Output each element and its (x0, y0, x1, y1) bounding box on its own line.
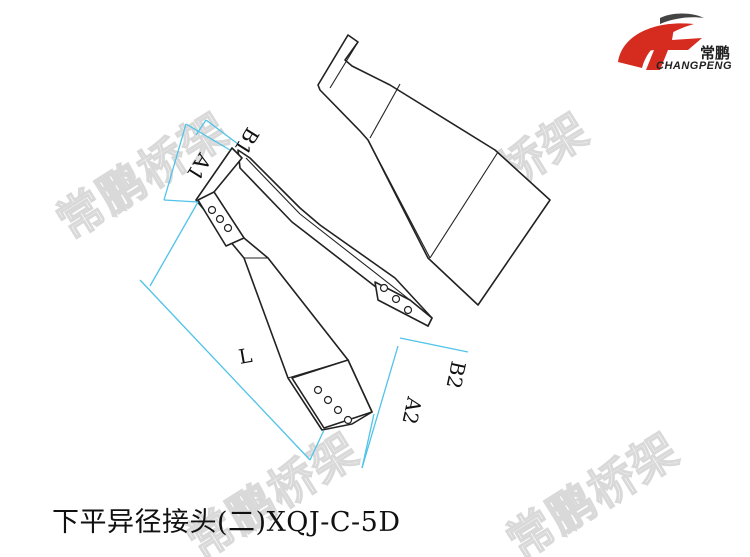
changpeng-logo-icon (618, 13, 704, 70)
reducer-top-view (317, 34, 551, 306)
figure-caption: 下平异径接头(二)XQJ-C-5D (52, 507, 401, 538)
watermark-1: 常鹏桥架 (47, 102, 238, 250)
logo-name-en: CHANGPENG (656, 60, 733, 72)
label-b2: B2 (441, 359, 470, 391)
label-length: L (237, 343, 254, 369)
reducer-isometric-view (195, 147, 433, 431)
label-a2: A2 (397, 394, 426, 427)
watermark-4: 常鹏桥架 (497, 422, 688, 557)
watermarks: 常鹏桥架 常鹏桥架 常鹏桥架 常鹏桥架 (47, 101, 690, 557)
dimension-lines (139, 119, 469, 469)
logo-name-cn: 常鹏 (700, 44, 731, 62)
